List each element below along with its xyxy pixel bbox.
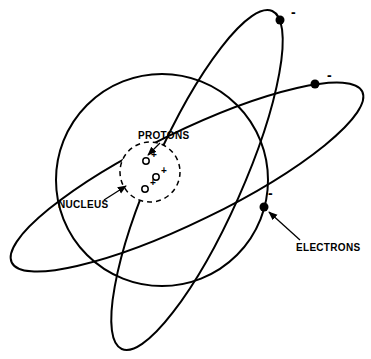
electron [260, 203, 269, 212]
charge-sign: - [268, 186, 273, 200]
electron [276, 16, 285, 25]
proton [143, 158, 149, 164]
part-label: PROTONS [138, 131, 189, 141]
leader-line [104, 186, 126, 200]
electron-orbit [81, 0, 314, 359]
charge-sign: + [151, 150, 157, 160]
part-label: NUCLEUS [58, 200, 108, 210]
charge-sign: + [161, 166, 167, 176]
charge-sign: + [150, 178, 156, 188]
nucleus-circle [120, 142, 180, 202]
part-label: ELECTRONS [296, 243, 360, 253]
leader-line [269, 212, 300, 240]
electron [311, 80, 320, 89]
proton [142, 186, 148, 192]
charge-sign: - [291, 5, 296, 19]
charge-sign: - [327, 68, 332, 82]
electron-orbit [0, 51, 371, 303]
